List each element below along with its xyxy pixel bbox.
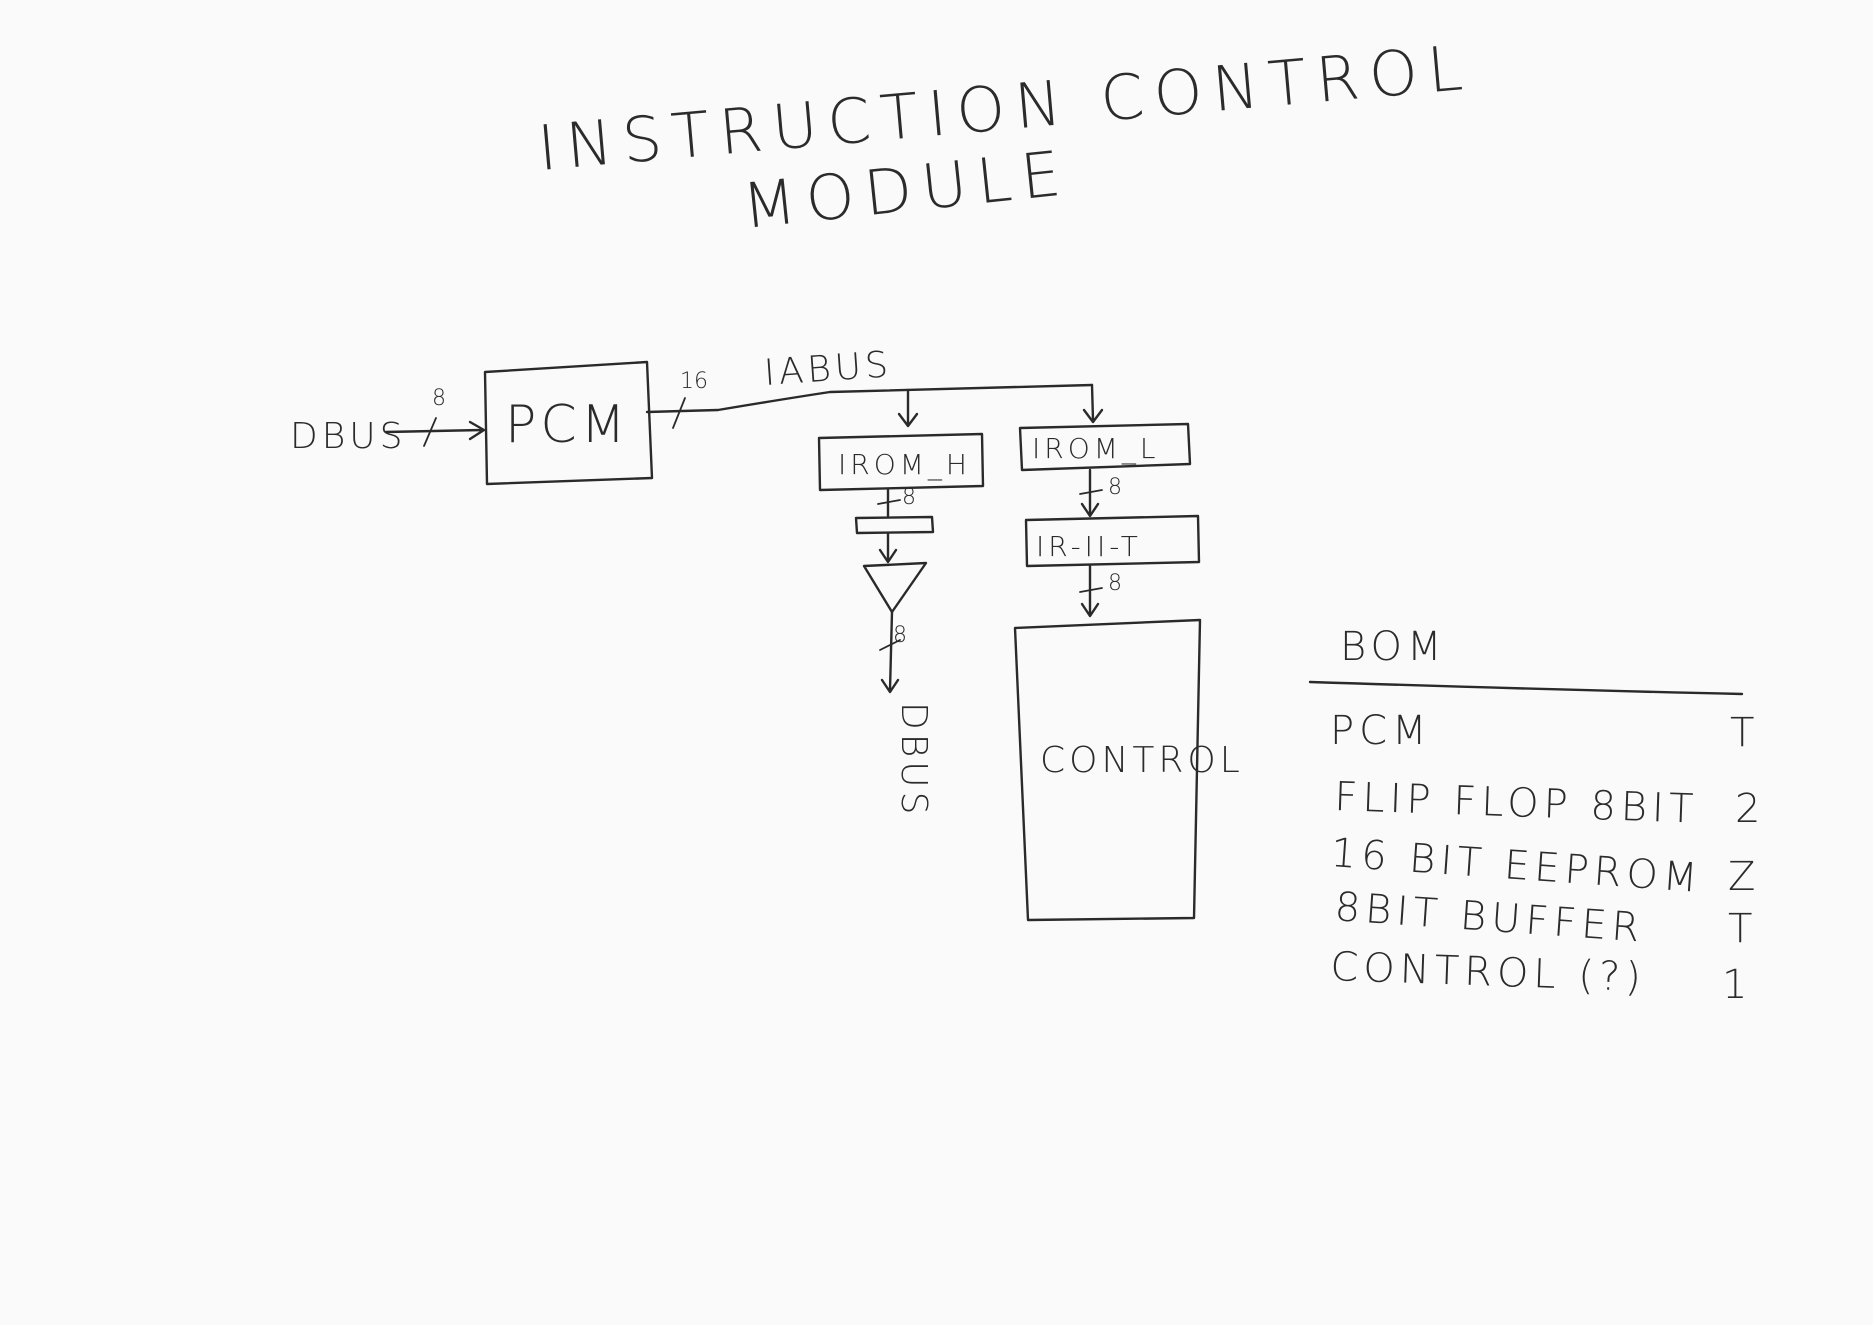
ir-out-width-tick	[1079, 587, 1103, 593]
bom-heading-rule	[1308, 680, 1744, 696]
dbus-to-pcm-arrow	[384, 420, 486, 441]
bom-item-name: PCM	[1330, 708, 1432, 754]
irom-l-out-width-label: 8	[1108, 475, 1122, 500]
irom-l-block	[1018, 422, 1192, 472]
iabus-to-irom-h-arrow	[897, 388, 919, 428]
bom-item-name: CONTROL (?)	[1330, 944, 1647, 1001]
register-to-buffer-arrow	[878, 531, 898, 564]
pcm-label: PCM	[505, 395, 630, 455]
control-block	[1013, 618, 1202, 922]
pcm-block	[483, 360, 654, 486]
register-bar	[854, 515, 935, 535]
irom-h-out-width-tick	[877, 499, 901, 505]
bom-item-qty: Z	[1728, 854, 1760, 900]
ir-block	[1024, 514, 1201, 568]
dbus-output-label: DBUS	[893, 702, 934, 819]
irom-l-out-width-tick	[1079, 489, 1103, 495]
pcm-out-width-label: 16	[680, 369, 708, 394]
buffer-out-width-label: 8	[893, 623, 907, 648]
bom-heading: BOM	[1340, 624, 1446, 670]
control-label: CONTROL	[1040, 740, 1244, 781]
ir-out-width-label: 8	[1108, 571, 1122, 596]
irom-h-label: IROM_H	[838, 448, 971, 482]
dbus-input-width-label: 8	[432, 386, 446, 411]
buffer-out-width-tick	[879, 639, 901, 651]
dbus-input-label: DBUS	[290, 416, 407, 457]
irom-h-out-width-label: 8	[902, 485, 916, 510]
buffer-triangle	[862, 561, 928, 614]
pcm-out-width-tick	[672, 397, 686, 429]
irom-l-label: IROM_L	[1032, 432, 1160, 466]
iabus-label: IABUS	[763, 344, 894, 394]
dbus-input-width-tick	[423, 417, 437, 447]
bom-item-qty: 2	[1735, 786, 1765, 832]
bom-item-qty: T	[1730, 710, 1759, 756]
iabus-line	[645, 383, 1094, 414]
bom-item-qty: 1	[1722, 962, 1752, 1008]
irom-h-block	[817, 432, 985, 492]
buffer-out-line	[880, 610, 900, 694]
bom-item-qty: T	[1728, 906, 1757, 952]
iabus-to-irom-l-arrow	[1082, 383, 1104, 424]
ir-label: IR-II-T	[1036, 530, 1142, 563]
